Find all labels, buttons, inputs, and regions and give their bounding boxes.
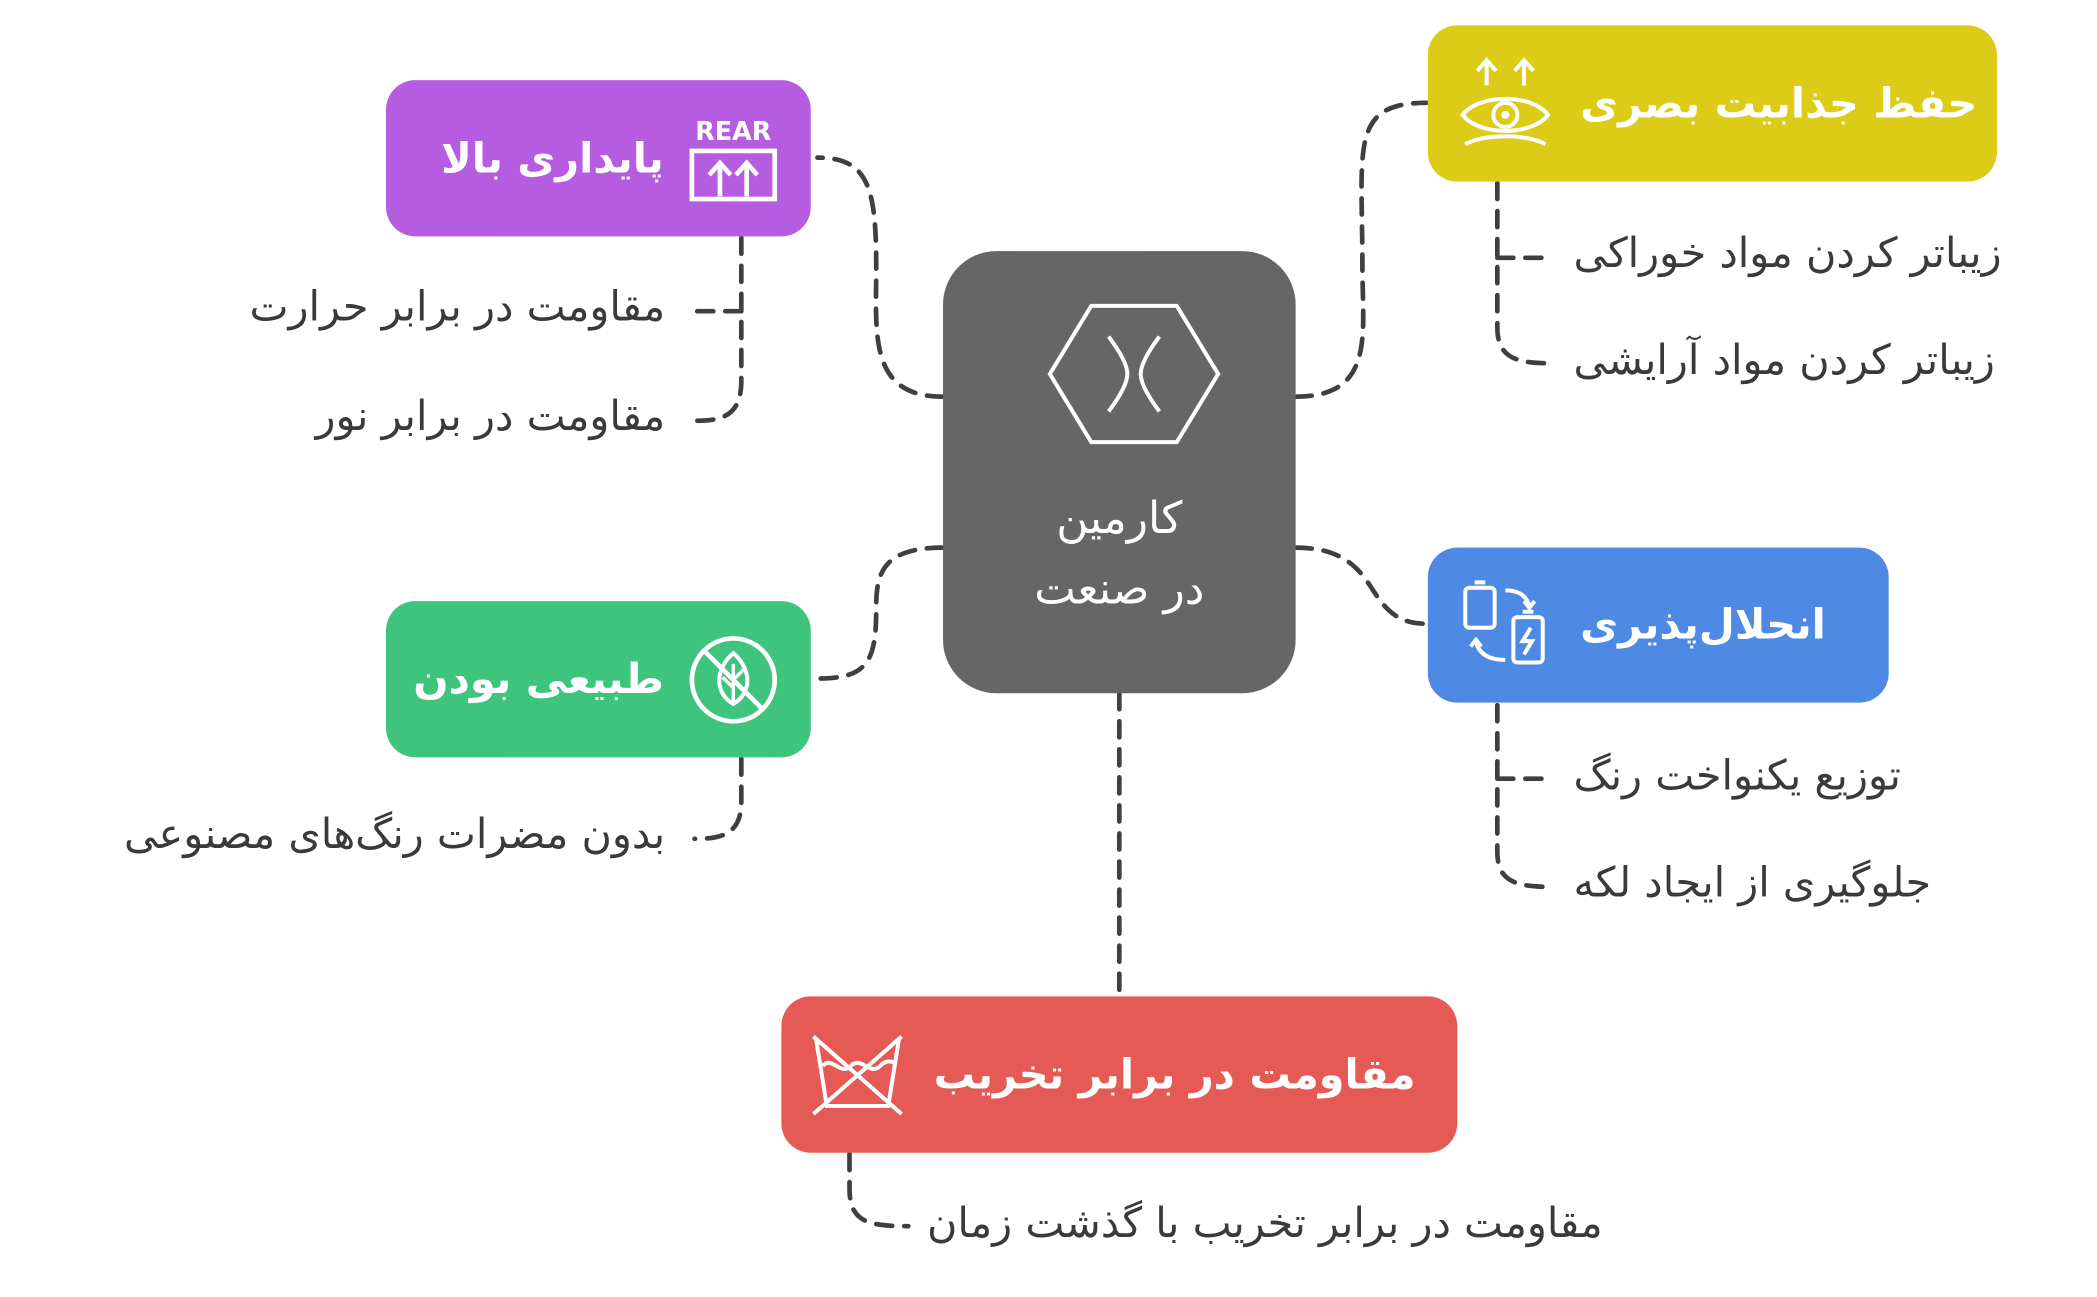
branch-solubility: انحلال‌پذیری — [1427, 547, 1889, 703]
solubility-item-2: جلوگیری از ایجاد لکه — [1573, 858, 1932, 907]
natural-item-1: بدون مضرات رنگ‌های مصنوعی — [123, 810, 666, 859]
durability-item-1: مقاومت در برابر حرارت — [249, 283, 666, 332]
sublink-solubility — [1494, 702, 1555, 890]
branch-natural: طبیعی بودن — [386, 601, 811, 758]
hexagon-x-icon — [1047, 303, 1221, 445]
branch-solubility-title: انحلال‌پذیری — [1580, 601, 1826, 650]
branch-visual-title: حفظ جذابیت بصری — [1580, 79, 1978, 128]
branch-durability-title: پایداری بالا — [440, 134, 664, 183]
solubility-item-1: توزیع یکنواخت رنگ — [1573, 751, 1901, 801]
center-title-line1: کارمین — [1056, 491, 1183, 544]
no-washing-icon — [812, 1034, 903, 1115]
eye-arrows-icon — [1460, 56, 1551, 146]
visual-item-2: زیباتر کردن مواد آرایشی — [1573, 336, 1995, 385]
no-leaf-icon — [689, 635, 778, 723]
link-visual — [1293, 100, 1429, 400]
branch-visual: حفظ جذابیت بصری — [1427, 25, 1997, 182]
battery-swap-icon — [1463, 580, 1545, 665]
link-natural — [815, 545, 946, 681]
svg-text:REAR: REAR — [695, 116, 771, 146]
branch-degradation-title: مقاومت در برابر تخریب — [933, 1050, 1416, 1099]
branch-natural-title: طبیعی بودن — [413, 655, 664, 704]
center-node: کارمین در صنعت — [943, 251, 1296, 694]
branch-durability: پایداری بالا REAR — [386, 80, 811, 237]
degradation-item-1: مقاومت در برابر تخریب با گذشت زمان — [926, 1199, 1603, 1248]
sublink-degradation — [847, 1151, 911, 1229]
branch-degradation: مقاومت در برابر تخریب — [781, 996, 1458, 1153]
durability-item-2: مقاومت در برابر نور — [315, 392, 666, 441]
visual-item-1: زیباتر کردن مواد خوراکی — [1573, 229, 2002, 278]
sublink-visual — [1494, 180, 1555, 366]
link-durability — [815, 155, 946, 400]
link-solubility — [1293, 545, 1429, 627]
sublink-durability — [692, 235, 744, 424]
sublink-natural — [692, 756, 744, 842]
center-title-line2: در صنعت — [1034, 562, 1205, 615]
rear-arrows-icon: REAR — [689, 116, 778, 201]
